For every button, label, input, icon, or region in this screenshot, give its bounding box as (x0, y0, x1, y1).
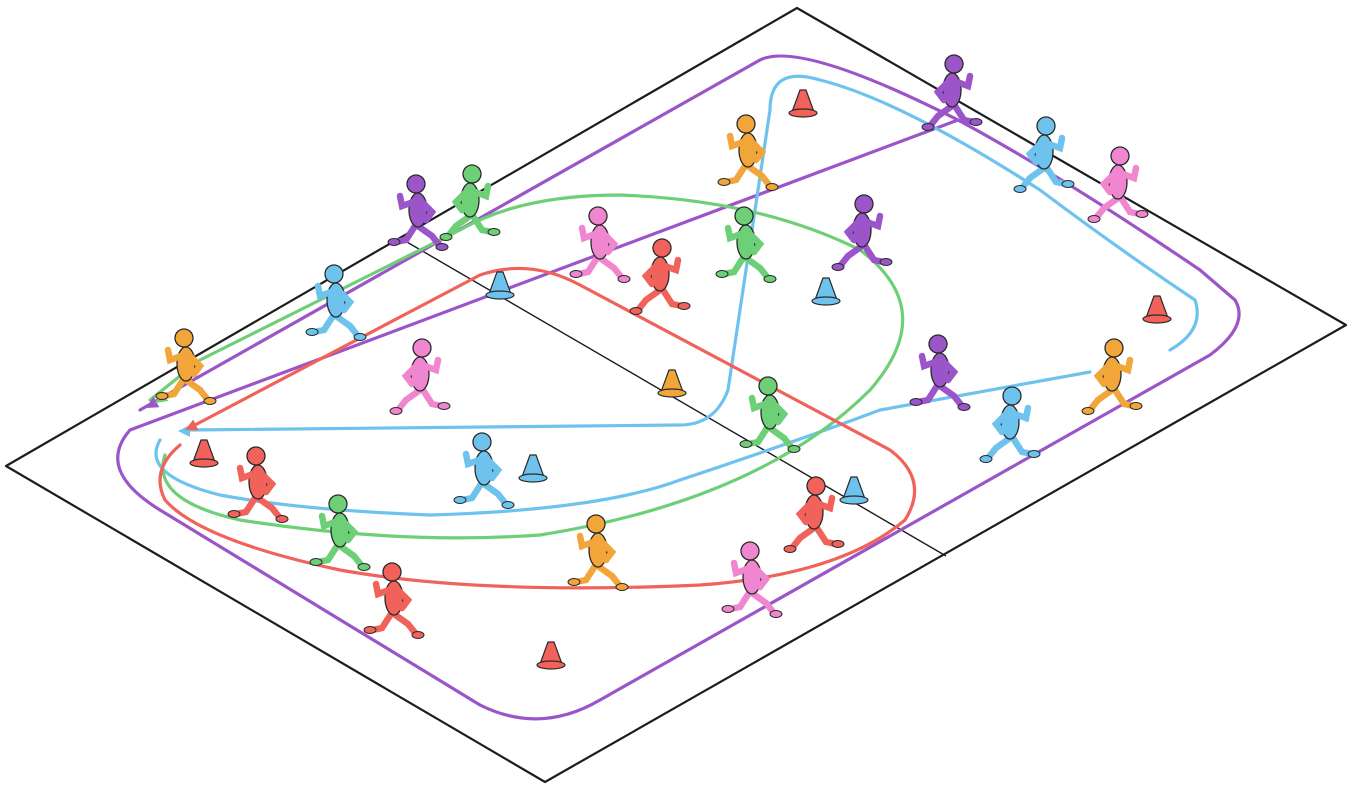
cone-blue (518, 454, 548, 483)
runner-orange (717, 114, 779, 191)
cone-red (1142, 295, 1172, 324)
runner-orange (1081, 338, 1143, 415)
runner-orange (155, 328, 217, 405)
runner-red (629, 238, 691, 315)
runner-blue (979, 386, 1041, 463)
runner-blue (453, 432, 515, 509)
runner-green (715, 206, 777, 283)
red-route (158, 266, 917, 590)
purple-arrow-head (146, 396, 160, 408)
cone-orange (657, 369, 687, 398)
cone-blue (811, 277, 841, 306)
red-arrow-head (185, 419, 199, 431)
runner-red (783, 476, 845, 553)
cone-blue (839, 476, 869, 505)
runner-pink (569, 206, 631, 283)
green-route (148, 193, 905, 540)
runner-pink (721, 541, 783, 618)
runner-purple (921, 54, 983, 131)
runner-green (309, 494, 371, 571)
cone-red (189, 439, 219, 468)
runner-green (439, 164, 501, 241)
runner-pink (389, 338, 451, 415)
runner-purple (387, 174, 449, 251)
cones-layer (189, 89, 1172, 670)
runner-red (363, 562, 425, 639)
cone-blue (485, 271, 515, 300)
runner-green (739, 376, 801, 453)
runner-red (227, 446, 289, 523)
cone-red (788, 89, 818, 118)
runner-purple (831, 194, 893, 271)
runner-blue (305, 264, 367, 341)
cone-red (536, 641, 566, 670)
runner-purple (909, 334, 971, 411)
runners-layer (155, 54, 1149, 639)
runner-pink (1087, 146, 1149, 223)
runner-blue (1013, 116, 1075, 193)
runner-orange (567, 514, 629, 591)
